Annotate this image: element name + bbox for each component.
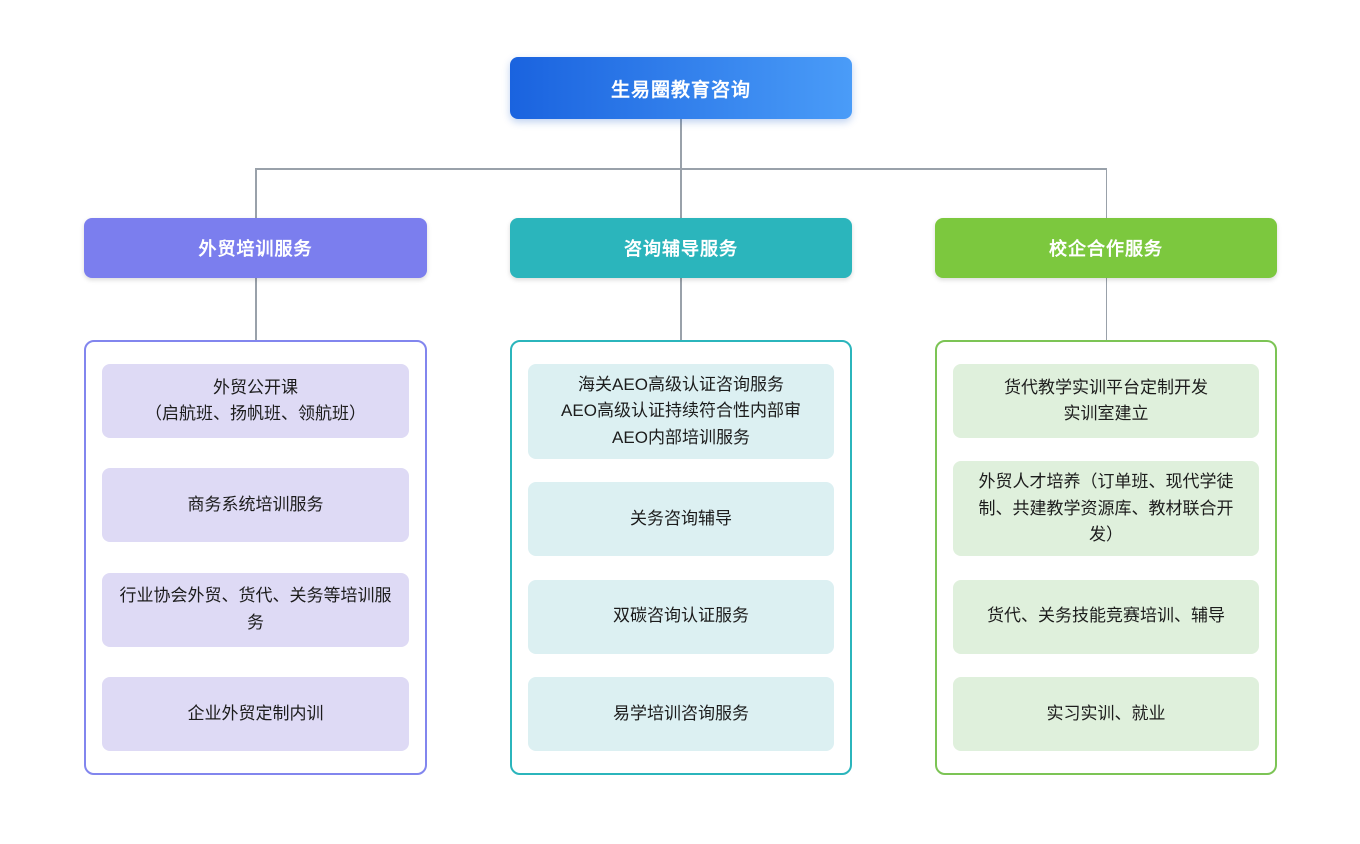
branch-item: 易学培训咨询服务 xyxy=(528,676,834,751)
branch-header-label: 咨询辅导服务 xyxy=(624,239,738,259)
branch-item: 双碳咨询认证服务 xyxy=(528,579,834,654)
root-node: 生易圈教育咨询 xyxy=(510,57,852,119)
connector-branch1-drop xyxy=(255,168,257,218)
connector-branch1-to-box xyxy=(255,278,257,340)
branch-box-consulting: 海关AEO高级认证咨询服务 AEO高级认证持续符合性内部审 AEO内部培训服务 … xyxy=(510,340,852,775)
branch-box-school-enterprise: 货代教学实训平台定制开发 实训室建立 外贸人才培养（订单班、现代学徒制、共建教学… xyxy=(935,340,1277,775)
branch-box-trade-training: 外贸公开课 （启航班、扬帆班、领航班） 商务系统培训服务 行业协会外贸、货代、关… xyxy=(84,340,427,775)
branch-item: 海关AEO高级认证咨询服务 AEO高级认证持续符合性内部审 AEO内部培训服务 xyxy=(528,364,834,460)
branch-item: 商务系统培训服务 xyxy=(102,468,409,543)
branch-header-school-enterprise: 校企合作服务 xyxy=(935,218,1277,278)
connector-branch3-to-box xyxy=(1105,278,1107,340)
connector-branch3-drop xyxy=(1105,168,1107,218)
branch-item: 外贸公开课 （启航班、扬帆班、领航班） xyxy=(102,364,409,438)
branch-header-trade-training: 外贸培训服务 xyxy=(84,218,427,278)
branch-item: 行业协会外贸、货代、关务等培训服务 xyxy=(102,572,409,647)
connector-branch2-drop xyxy=(680,168,682,218)
branch-header-consulting: 咨询辅导服务 xyxy=(510,218,852,278)
connector-root-down xyxy=(680,119,682,169)
branch-item: 关务咨询辅导 xyxy=(528,482,834,557)
branch-item: 外贸人才培养（订单班、现代学徒制、共建教学资源库、教材联合开发） xyxy=(953,461,1259,557)
branch-item: 货代、关务技能竞赛培训、辅导 xyxy=(953,579,1259,654)
branch-header-label: 外贸培训服务 xyxy=(198,239,313,259)
branch-item: 实习实训、就业 xyxy=(953,676,1259,751)
connector-branch2-to-box xyxy=(680,278,682,340)
branch-header-label: 校企合作服务 xyxy=(1049,239,1163,259)
root-node-label: 生易圈教育咨询 xyxy=(610,79,751,101)
branch-item: 货代教学实训平台定制开发 实训室建立 xyxy=(953,364,1259,438)
branch-item: 企业外贸定制内训 xyxy=(102,676,409,751)
